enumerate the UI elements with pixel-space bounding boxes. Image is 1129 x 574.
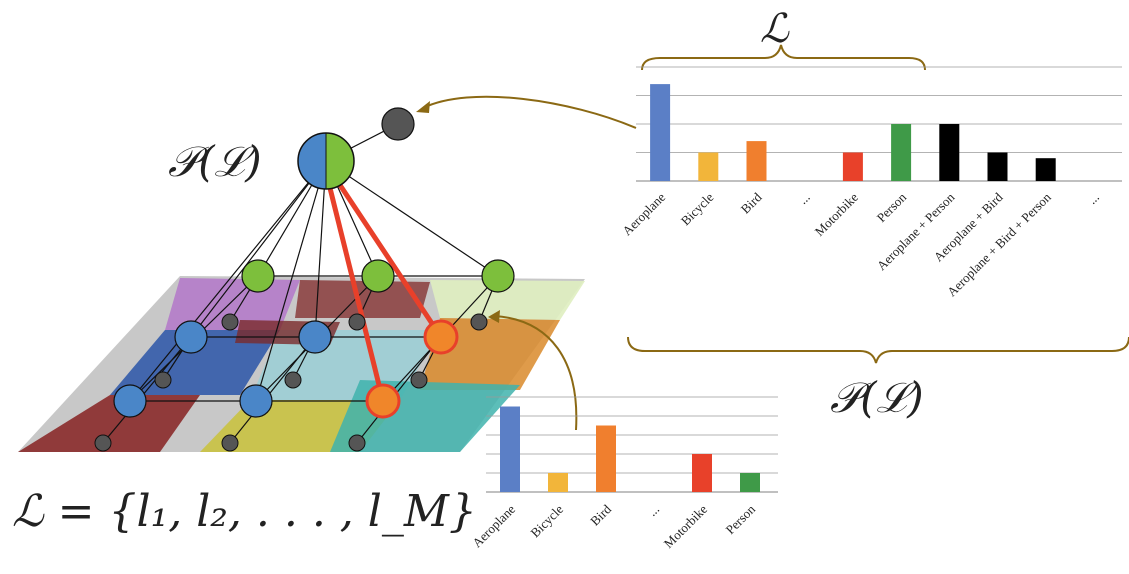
- tick-label-3: ...: [645, 502, 663, 520]
- bar-4: [692, 454, 712, 492]
- small-grey-nodes: [94, 313, 488, 452]
- tick-label-2: Bird: [587, 501, 614, 528]
- braces: [627, 44, 1129, 364]
- power-set-label-right: 𝒫(ℒ): [830, 373, 924, 422]
- orange-nodes: [365, 319, 459, 419]
- bar-0: [500, 406, 520, 492]
- bar-7: [987, 152, 1008, 181]
- label-set-label-top: ℒ: [760, 6, 790, 52]
- power-set-label-top: 𝒫(ℒ): [168, 137, 262, 186]
- tick-label-5: Person: [722, 501, 758, 537]
- tick-label-5: Person: [874, 189, 910, 225]
- bar-6: [939, 124, 960, 181]
- tick-label-1: Bicycle: [527, 501, 566, 540]
- green-nodes: [241, 259, 515, 293]
- arrows: [416, 95, 637, 431]
- bar-1: [698, 152, 719, 181]
- bar-4: [842, 152, 863, 181]
- bar-8: [1035, 158, 1056, 181]
- root-node: [297, 132, 355, 190]
- tick-label-9: ...: [1085, 190, 1103, 208]
- bar-0: [650, 84, 671, 181]
- bar-2: [596, 425, 616, 492]
- tick-label-2: Bird: [738, 189, 765, 216]
- tick-label-4: Motorbike: [661, 501, 711, 551]
- tick-label-4: Motorbike: [812, 189, 862, 239]
- highlighted-edges: [323, 168, 444, 402]
- bar-5: [891, 124, 912, 181]
- tick-label-0: Aeroplane: [619, 189, 668, 238]
- label-set-formula: ℒ = {l₁, l₂, . . . , l_M}: [12, 486, 477, 537]
- bar-2: [746, 141, 767, 181]
- tick-label-3: ...: [795, 190, 813, 208]
- bar-1: [548, 473, 568, 492]
- bar-5: [740, 473, 760, 492]
- hidden-node: [381, 107, 415, 141]
- tick-label-1: Bicycle: [678, 189, 717, 228]
- blue-nodes: [113, 320, 332, 418]
